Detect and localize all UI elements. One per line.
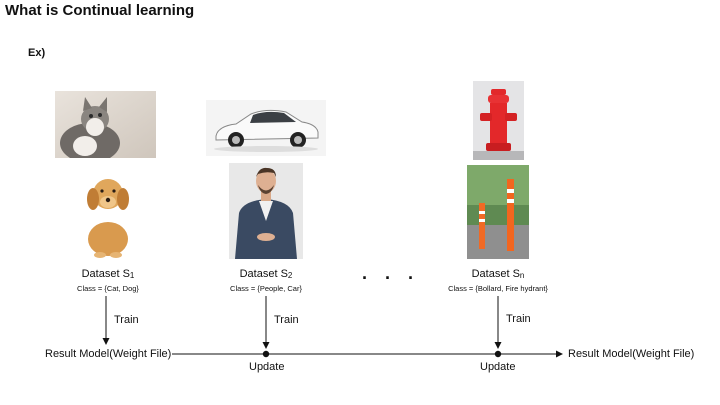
train-label-1: Train [114,314,139,326]
dataset-classes-2: Class = {People, Car} [230,284,302,293]
bollard-image [467,165,529,259]
cat-image [55,91,156,158]
update-label-1: Update [249,361,285,373]
dataset-classes-1: Class = {Cat, Dog} [77,284,139,293]
person-image [229,163,303,259]
result-model-left: Result Model(Weight File) [45,348,172,360]
page-title: What is Continual learning [5,2,195,19]
train-label-2: Train [274,314,299,326]
train-label-n: Train [506,313,531,325]
dataset-label-n: Dataset Sn [471,268,525,280]
fire-hydrant-image [473,81,524,160]
update-point-2 [494,350,502,358]
dataset-classes-n: Class = {Bollard, Fire hydrant} [448,284,548,293]
example-label: Ex) [28,47,46,59]
dog-image [80,169,136,258]
dataset-label-2: Dataset S2 [239,268,293,280]
dataset-label-1: Dataset S1 [81,268,135,280]
car-image [206,100,326,156]
ellipsis: · · · [362,268,420,288]
result-model-right: Result Model(Weight File) [568,348,695,360]
update-label-2: Update [480,361,516,373]
update-point-1 [262,350,270,358]
